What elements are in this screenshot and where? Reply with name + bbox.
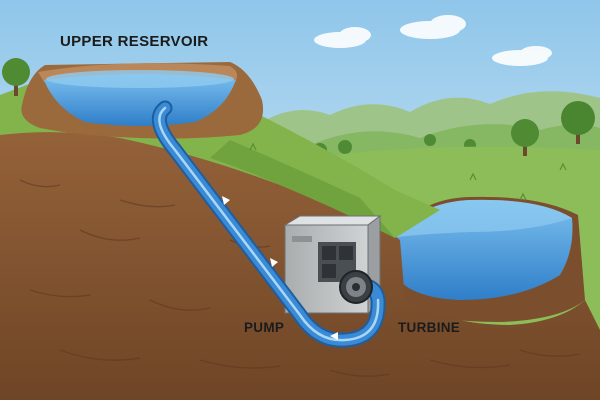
pump-label: PUMP <box>244 320 285 335</box>
tree-left <box>2 58 30 96</box>
flow-arrow-icon <box>270 258 278 267</box>
tree-right-2 <box>561 101 595 144</box>
upper-reservoir-water <box>44 74 236 126</box>
clouds <box>314 15 552 66</box>
flow-arrow-icon <box>330 332 338 340</box>
penstock-pipe-highlight <box>158 106 380 342</box>
flow-arrow-icon <box>222 196 230 205</box>
upper-reservoir-label: UPPER RESERVOIR <box>60 33 209 50</box>
upper-reservoir-surface <box>46 70 234 88</box>
hill-grass-shade <box>210 140 395 238</box>
tree-right-1 <box>511 119 539 156</box>
flow-arrow-icons <box>222 196 338 340</box>
soil-texture <box>19 179 581 377</box>
turbine-label: TURBINE <box>398 320 461 335</box>
turbine-wheel-icon <box>339 270 373 304</box>
